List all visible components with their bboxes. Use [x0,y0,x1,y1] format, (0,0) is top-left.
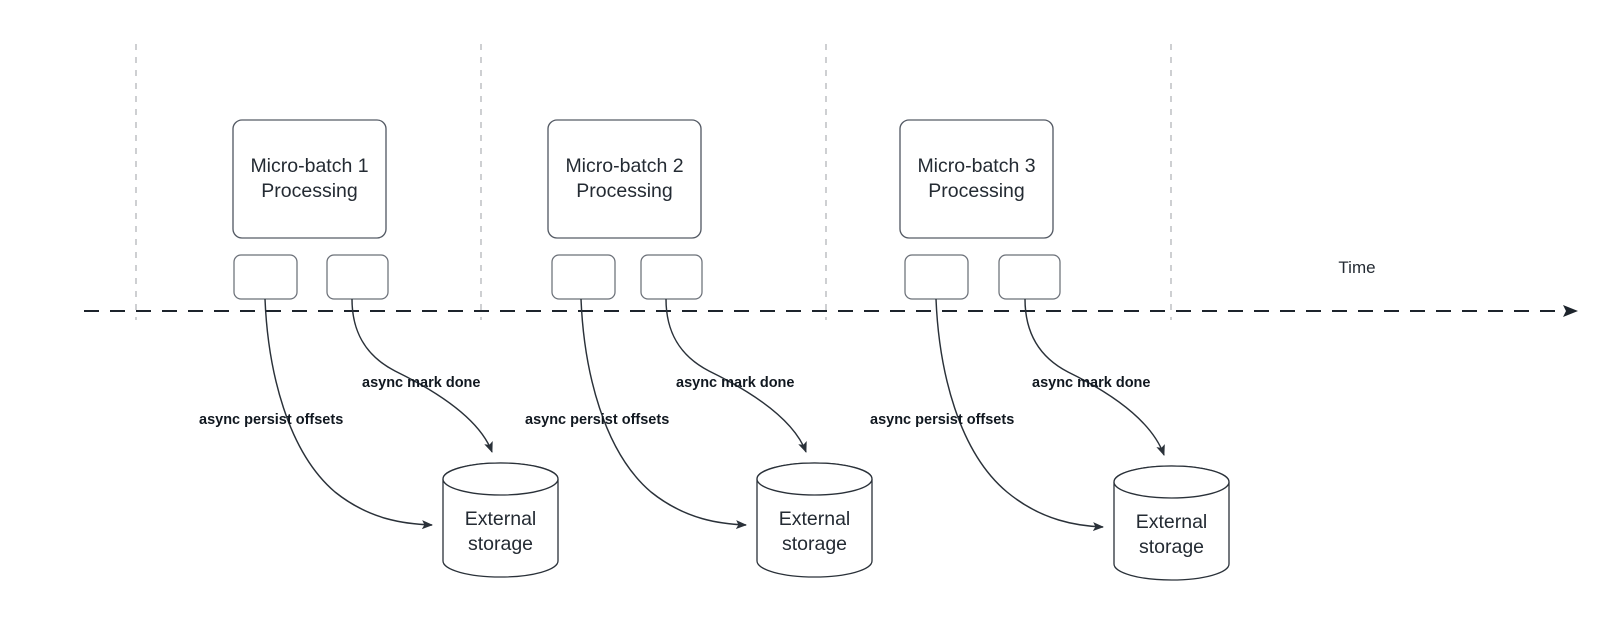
task-persist-3[interactable] [904,254,969,300]
external-storage-label1-2: External [779,508,851,530]
edge-mark-3-label: async mark done [1032,375,1150,391]
edge-mark-2-label: async mark done [676,375,794,391]
process-box-title-2: Micro-batch 2 [565,155,683,177]
edge-mark-3 [1024,298,1165,456]
external-storage-label2-3: storage [1139,536,1204,558]
process-box-subtitle-2: Processing [576,180,672,202]
process-box-2[interactable] [547,119,702,239]
process-box-title-3: Micro-batch 3 [917,155,1035,177]
time-axis-label: Time [1338,258,1375,277]
edge-persist-1-label: async persist offsets [199,412,343,428]
external-storage-top-1 [442,462,559,496]
external-storage-label2-2: storage [782,533,847,555]
process-box-subtitle-1: Processing [261,180,357,202]
external-storage-top-2 [756,462,873,496]
edge-persist-1 [264,298,433,530]
edge-persist-2 [580,298,747,530]
time-axis-arrowhead [1563,305,1578,317]
edge-mark-1 [351,298,493,453]
process-box-title-1: Micro-batch 1 [250,155,368,177]
task-mark-3[interactable] [998,254,1061,300]
process-box-subtitle-3: Processing [928,180,1024,202]
process-box-1[interactable] [232,119,387,239]
task-persist-1[interactable] [233,254,298,300]
process-box-3[interactable] [899,119,1054,239]
edge-mark-2 [665,298,807,453]
edge-persist-2-label: async persist offsets [525,412,669,428]
edge-persist-3 [935,298,1104,532]
task-mark-1[interactable] [326,254,389,300]
external-storage-label2-1: storage [468,533,533,555]
edge-persist-3-label: async persist offsets [870,412,1014,428]
task-persist-2[interactable] [551,254,616,300]
time-axis [84,305,1578,317]
external-storage-top-3 [1113,465,1230,499]
task-mark-2[interactable] [640,254,703,300]
external-storage-label1-3: External [1136,511,1208,533]
external-storage-label1-1: External [465,508,537,530]
edge-mark-1-label: async mark done [362,375,480,391]
